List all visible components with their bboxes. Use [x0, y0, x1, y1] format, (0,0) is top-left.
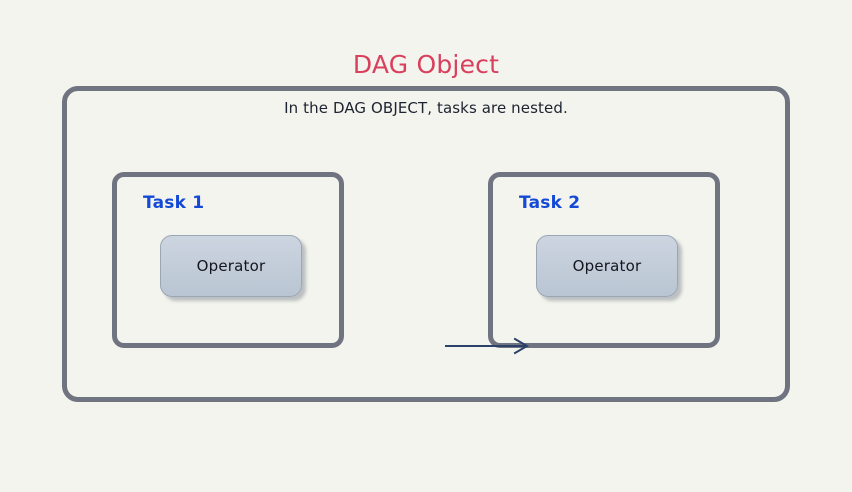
task-label-task-2: Task 2: [519, 193, 581, 213]
arrow-right-icon: [445, 337, 529, 355]
task-box-task-2[interactable]: Task 2 Operator: [488, 172, 720, 348]
dag-object-container: In the DAG OBJECT, tasks are nested. Tas…: [62, 86, 790, 402]
operator-label-task-1: Operator: [196, 257, 266, 275]
operator-node-task-1[interactable]: Operator: [160, 235, 302, 297]
task-box-task-1[interactable]: Task 1 Operator: [112, 172, 344, 348]
task-connector: [445, 334, 531, 358]
dag-subtitle: In the DAG OBJECT, tasks are nested.: [284, 99, 568, 117]
operator-label-task-2: Operator: [572, 257, 642, 275]
operator-node-task-2[interactable]: Operator: [536, 235, 678, 297]
task-label-task-1: Task 1: [143, 193, 205, 213]
page-title: DAG Object: [352, 50, 500, 79]
